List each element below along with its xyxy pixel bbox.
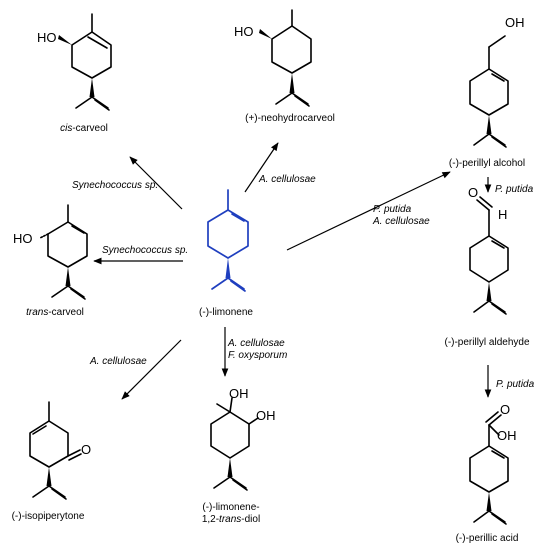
limonene-diol-line2-prefix: 1,2- bbox=[202, 514, 219, 525]
perillic-acid-o-label: O bbox=[500, 402, 510, 417]
isopiperytone-o-label: O bbox=[81, 442, 91, 457]
trans-carveol-suffix: -carveol bbox=[48, 307, 84, 318]
limonene-diol-oh-label-2: OH bbox=[256, 408, 276, 423]
perillyl-alcohol-structure: OH bbox=[469, 15, 525, 148]
perillic-acid-structure: O OH bbox=[469, 402, 517, 525]
neohydrocarveol-structure: HO bbox=[234, 9, 312, 107]
arrow-to-neohydrocarveol bbox=[244, 142, 279, 193]
limonene-diol-line2-suffix: -diol bbox=[241, 514, 260, 525]
organism-label-trans-carveol: Synechococcus sp. bbox=[102, 245, 188, 256]
perillyl-aldehyde-label: (-)-perillyl aldehyde bbox=[444, 337, 529, 348]
perillyl-aldehyde-o-label: O bbox=[468, 185, 478, 200]
perillic-acid-oh-label: OH bbox=[497, 428, 517, 443]
arrow-to-perillyl-alcohol bbox=[286, 171, 451, 251]
trans-carveol-prefix: trans bbox=[26, 307, 48, 318]
limonene-diol-line2-italic: trans bbox=[219, 514, 241, 525]
organism-label-perillic-acid: P. putida bbox=[496, 379, 535, 390]
isopiperytone-structure: O bbox=[29, 401, 91, 500]
organism-label-perillyl-alcohol-2: A. cellulosae bbox=[372, 216, 430, 227]
cis-carveol-structure: HO bbox=[37, 13, 112, 111]
limonene-label: (-)-limonene bbox=[199, 307, 253, 318]
arrow-to-isopiperytone bbox=[121, 339, 182, 400]
neohydrocarveol-ho-label: HO bbox=[234, 24, 254, 39]
organism-label-cis-carveol: Synechococcus sp. bbox=[72, 180, 158, 191]
cis-carveol-label: cis-carveol bbox=[60, 123, 108, 134]
limonene-diol-structure: OH OH bbox=[210, 386, 276, 491]
cis-carveol-ho-label: HO bbox=[37, 30, 57, 45]
limonene-diol-label-line1: (-)-limonene- bbox=[202, 502, 259, 513]
perillyl-aldehyde-h-label: H bbox=[498, 207, 507, 222]
isopiperytone-label: (-)-isopiperytone bbox=[12, 511, 85, 522]
organism-label-isopiperytone: A. cellulosae bbox=[89, 356, 147, 367]
arrow-to-cis-carveol bbox=[129, 156, 183, 210]
organism-label-perillyl-alcohol-1: P. putida bbox=[373, 204, 412, 215]
perillic-acid-label: (-)-perillic acid bbox=[456, 533, 519, 544]
perillyl-alcohol-oh-label: OH bbox=[505, 15, 525, 30]
trans-carveol-ho-label: HO bbox=[13, 231, 33, 246]
trans-carveol-label: trans-carveol bbox=[26, 307, 84, 318]
trans-carveol-structure: HO bbox=[13, 204, 88, 300]
cis-carveol-prefix: cis bbox=[60, 123, 72, 134]
organism-label-neohydrocarveol: A. cellulosae bbox=[258, 174, 316, 185]
cis-carveol-suffix: -carveol bbox=[72, 123, 108, 134]
organism-label-limonene-diol-1: A. cellulosae bbox=[227, 338, 285, 349]
perillyl-alcohol-label: (-)-perillyl alcohol bbox=[449, 158, 525, 169]
limonene-structure bbox=[207, 189, 249, 292]
organism-label-limonene-diol-2: F. oxysporum bbox=[228, 350, 287, 361]
limonene-diol-oh-label-1: OH bbox=[229, 386, 249, 401]
organism-label-perillyl-aldehyde: P. putida bbox=[495, 184, 534, 195]
limonene-diol-label-line2: 1,2-trans-diol bbox=[202, 514, 260, 525]
neohydrocarveol-label: (+)-neohydrocarveol bbox=[245, 113, 335, 124]
perillyl-aldehyde-structure: O H bbox=[468, 185, 509, 315]
